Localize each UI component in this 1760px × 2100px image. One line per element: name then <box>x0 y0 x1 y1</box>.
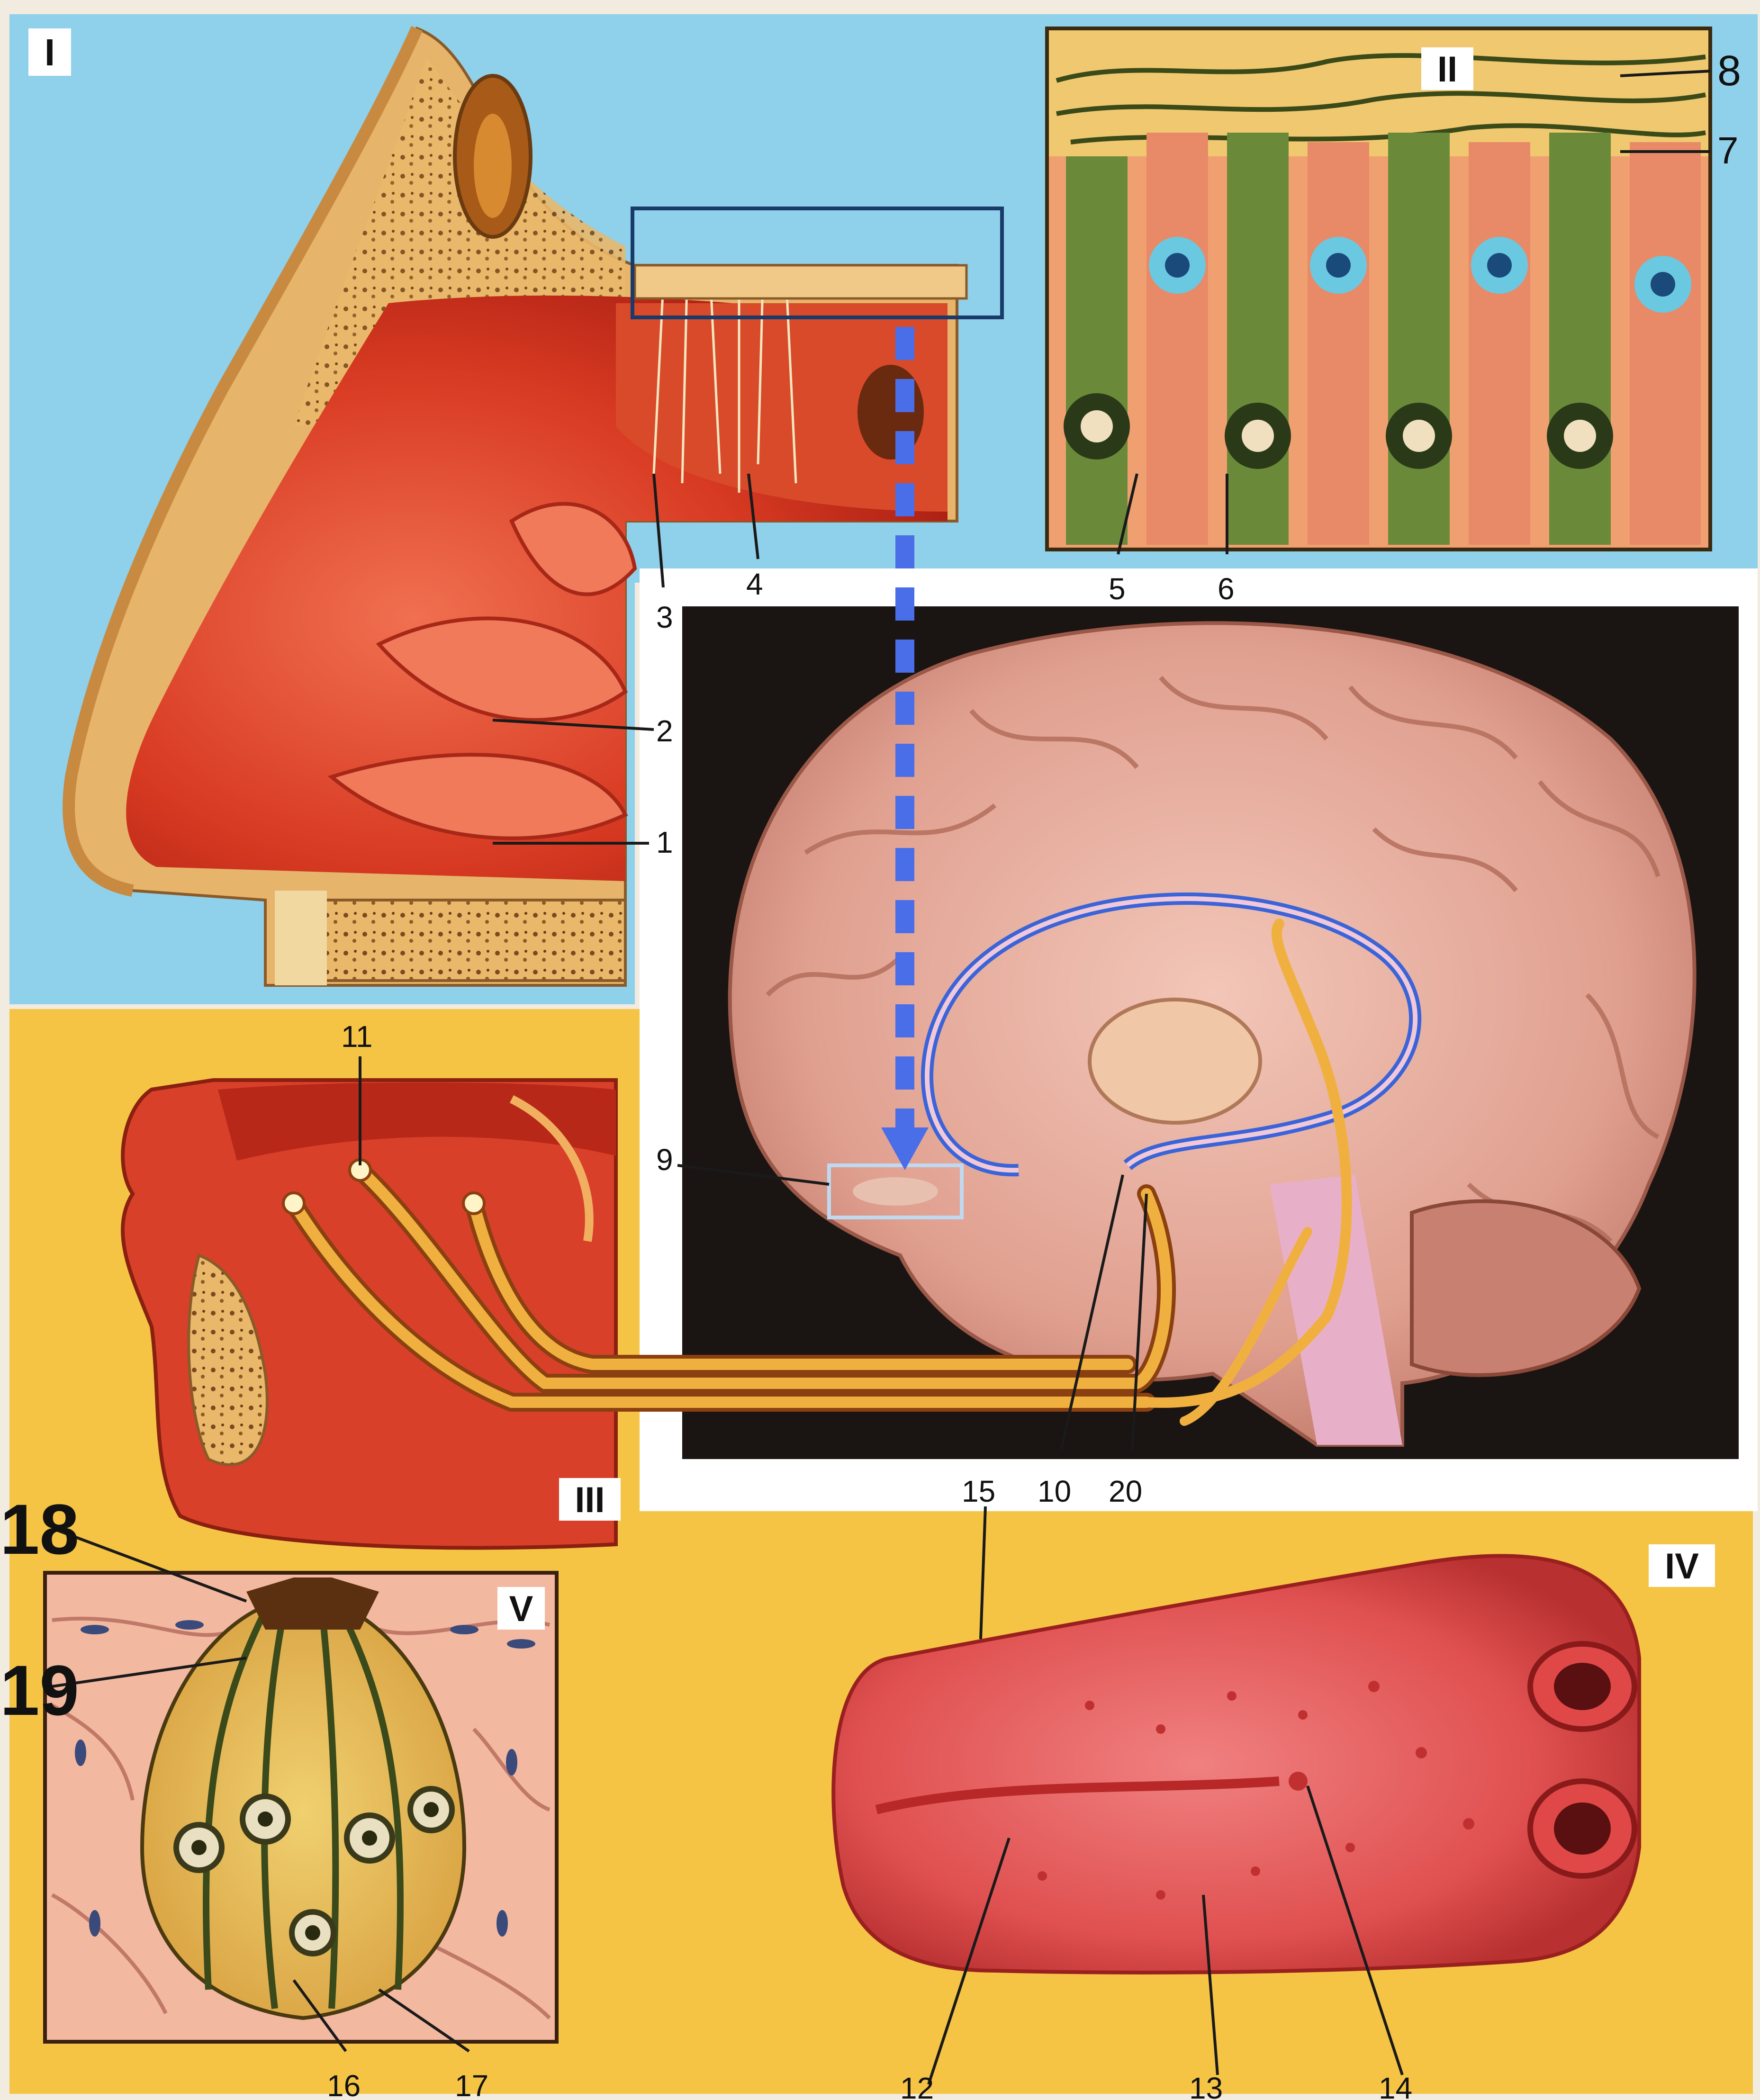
panel-i-numeral: I <box>45 31 55 73</box>
label-12: 12 <box>900 2071 934 2100</box>
label-1: 1 <box>656 825 673 859</box>
label-17: 17 <box>455 2069 488 2100</box>
label-16: 16 <box>327 2069 361 2100</box>
thalamus <box>1090 1000 1260 1123</box>
label-7: 7 <box>1717 129 1739 171</box>
label-3: 3 <box>656 600 673 634</box>
panel-olfactory-epithelium: II <box>1047 28 1710 550</box>
label-10: 10 <box>1038 1474 1071 1508</box>
label-11: 11 <box>341 1019 372 1054</box>
hard-palate <box>284 900 625 981</box>
label-9: 9 <box>656 1143 673 1177</box>
label-5: 5 <box>1109 572 1126 606</box>
label-8: 8 <box>1717 47 1741 95</box>
label-18: 18 <box>0 1489 79 1569</box>
label-20: 20 <box>1109 1474 1142 1508</box>
label-14: 14 <box>1379 2071 1412 2100</box>
panel-ii-numeral: II <box>1437 49 1457 90</box>
label-4: 4 <box>746 567 763 601</box>
panel-iv-numeral: IV <box>1665 1546 1699 1586</box>
upper-lip <box>275 891 327 985</box>
label-2: 2 <box>656 714 673 748</box>
cribriform-plate <box>635 265 966 298</box>
label-6: 6 <box>1218 572 1235 606</box>
label-13: 13 <box>1189 2071 1223 2100</box>
panel-taste-bud: V <box>45 1573 557 2042</box>
panel-v-numeral: V <box>509 1589 533 1629</box>
olfactory-bulb <box>853 1177 938 1206</box>
label-15: 15 <box>962 1474 995 1508</box>
label-19: 19 <box>0 1650 79 1730</box>
panel-iii-numeral: III <box>575 1480 605 1520</box>
